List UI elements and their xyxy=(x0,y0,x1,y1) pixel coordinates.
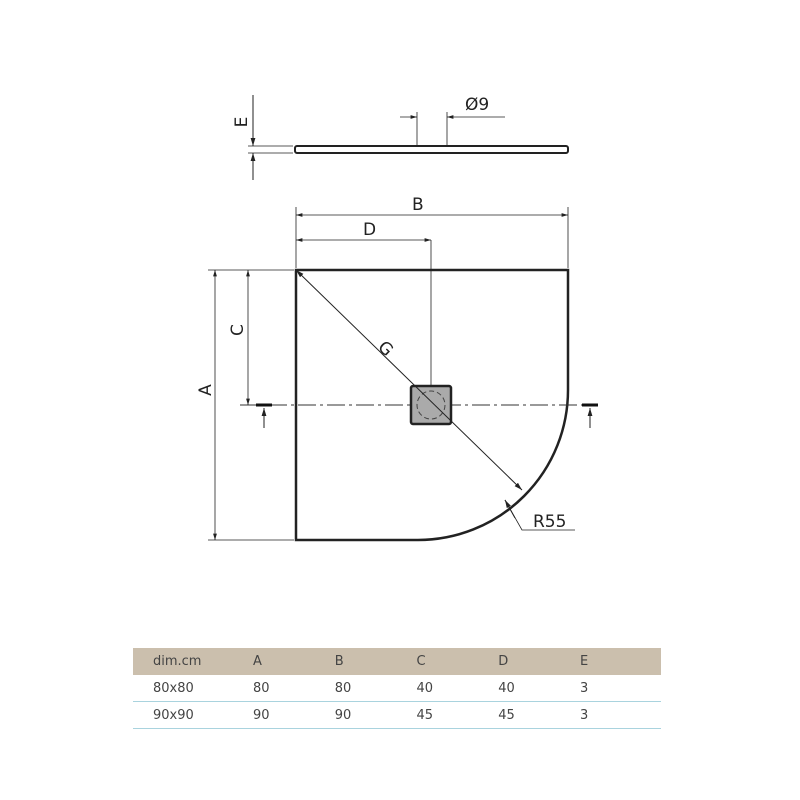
label-A: A xyxy=(196,384,216,396)
cell: 80 xyxy=(253,675,335,702)
label-drain-diameter: Ø9 xyxy=(465,95,489,115)
header-cell: D xyxy=(498,648,580,675)
table-row: 90x90 90 90 45 45 3 xyxy=(133,701,661,729)
header-cell: C xyxy=(416,648,499,675)
technical-drawing: E Ø9 G R55 B D A C xyxy=(196,95,598,542)
table-header: dim.cm A B C D E xyxy=(133,648,661,675)
cell: 45 xyxy=(498,701,580,729)
header-cell: B xyxy=(334,648,417,675)
label-D: D xyxy=(363,220,376,240)
cell: 45 xyxy=(416,701,499,729)
side-view: E Ø9 xyxy=(232,95,569,180)
label-radius: R55 xyxy=(533,512,566,532)
header-cell: E xyxy=(579,648,661,675)
table-row: 80x80 80 80 40 40 3 xyxy=(133,675,661,702)
header-cell: A xyxy=(253,648,335,675)
cell: 3 xyxy=(579,701,661,729)
dimensions-table: dim.cm A B C D E 80x80 80 80 40 40 3 90x… xyxy=(133,648,661,729)
cell: 80 xyxy=(334,675,417,702)
cell: 40 xyxy=(498,675,580,702)
label-E: E xyxy=(232,117,252,128)
header-cell: dim.cm xyxy=(133,648,254,675)
cell: 90x90 xyxy=(133,701,254,729)
label-C: C xyxy=(228,324,248,336)
label-B: B xyxy=(412,195,424,215)
cell: 40 xyxy=(416,675,499,702)
cell: 80x80 xyxy=(133,675,254,702)
cell: 90 xyxy=(253,701,335,729)
cell: 3 xyxy=(579,675,661,702)
top-view: G R55 B D A C xyxy=(196,195,598,542)
cell: 90 xyxy=(334,701,417,729)
